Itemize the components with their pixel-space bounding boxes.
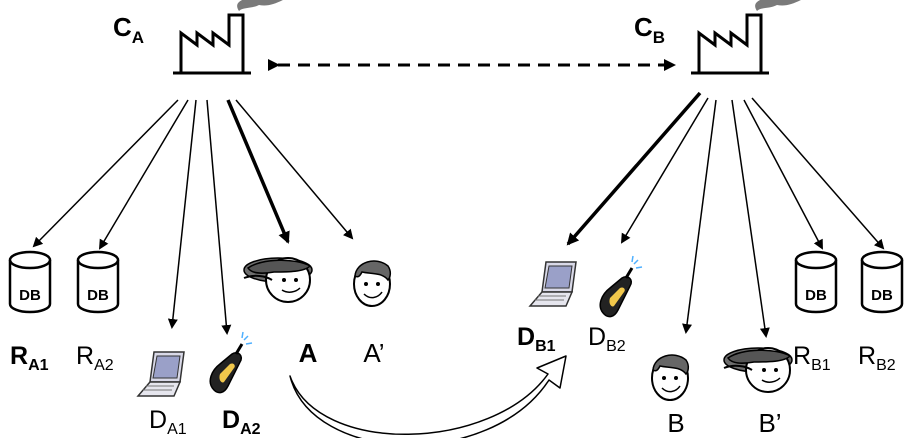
a-label: A [299,338,318,368]
ra1-label: R [10,342,28,370]
person-face-icon [651,354,690,401]
arrow-cb-b-prime [731,99,770,338]
arrow-ca-da2 [206,99,232,335]
person-with-cap-icon [723,347,793,393]
rb2-db-text: DB [871,287,893,304]
arrow-ca-a-prime [235,99,354,240]
rb1-db-text: DB [805,287,827,304]
laptop-icon [529,261,577,307]
rb2-sub: B2 [876,357,896,374]
rb2-label: R [858,342,876,370]
arrow-cb-b [682,99,717,334]
cb-arrows [566,91,885,338]
da2-sub: A2 [240,421,261,438]
company-ca: CA [113,0,291,75]
b-prime-label: B’ [758,408,781,438]
ra1-node: DB RA1 [8,250,52,374]
arrow-ca-da1 [167,99,197,329]
laptop-icon [137,351,185,397]
person-face-icon [353,260,392,307]
svg-text:RA2: RA2 [76,342,114,374]
da1-sub: A1 [167,421,187,438]
arrow-cb-rb2 [751,97,885,250]
rb2-node: DB RB2 [858,250,904,374]
db1-label: D [517,323,535,351]
svg-text:CB: CB [634,12,665,47]
ra2-db-text: DB [87,287,109,304]
svg-text:RB1: RB1 [793,342,831,374]
factory-icon [689,0,809,75]
db1-node: DB1 [517,261,577,355]
db2-label: D [588,323,606,351]
ra2-node: DB RA2 [76,250,120,374]
db2-node: DB2 [588,254,644,355]
da2-node: DA2 [208,330,261,438]
arrow-ca-ra2 [98,99,189,250]
mobile-phone-icon [208,330,254,395]
company-cb: CB [634,0,809,75]
db1-sub: B1 [535,338,556,355]
da1-label: D [149,406,167,434]
svg-text:DB1: DB1 [517,323,556,355]
b-node: B [651,354,690,438]
ra1-db-text: DB [19,287,41,304]
ra2-label: R [76,342,94,370]
svg-text:DA1: DA1 [149,406,187,438]
mobile-phone-icon [598,254,644,319]
ra2-sub: A2 [94,357,114,374]
svg-text:RB2: RB2 [858,342,896,374]
da2-label: D [222,406,240,434]
arrow-ca-a [226,99,290,244]
svg-text:DB2: DB2 [588,323,626,355]
svg-text:DA2: DA2 [222,406,261,438]
transfer-curved-arrow [289,355,567,438]
person-with-cap-icon [243,257,313,303]
db2-sub: B2 [606,338,626,355]
company-cb-sub: B [653,28,665,47]
company-cb-label: C [634,12,653,42]
svg-text:CA: CA [113,12,144,47]
arrow-cb-db2 [620,97,709,244]
rb1-sub: B1 [811,357,831,374]
arrow-cb-db1 [566,91,702,246]
a-node: A [243,257,318,368]
da1-node: DA1 [137,351,187,438]
rb1-node: DB RB1 [793,250,838,374]
a-prime-label: A’ [363,338,384,368]
company-ca-sub: A [132,28,144,47]
b-prime-node: B’ [723,347,793,438]
arrow-ca-ra1 [32,99,179,248]
arrow-cb-rb1 [743,99,823,250]
b-label: B [667,408,684,438]
rb1-label: R [793,342,811,370]
a-prime-node: A’ [353,260,392,368]
ca-arrows [32,99,354,335]
factory-icon [171,0,291,75]
svg-text:RA1: RA1 [10,342,49,374]
ra1-sub: A1 [28,357,49,374]
company-ca-label: C [113,12,132,42]
